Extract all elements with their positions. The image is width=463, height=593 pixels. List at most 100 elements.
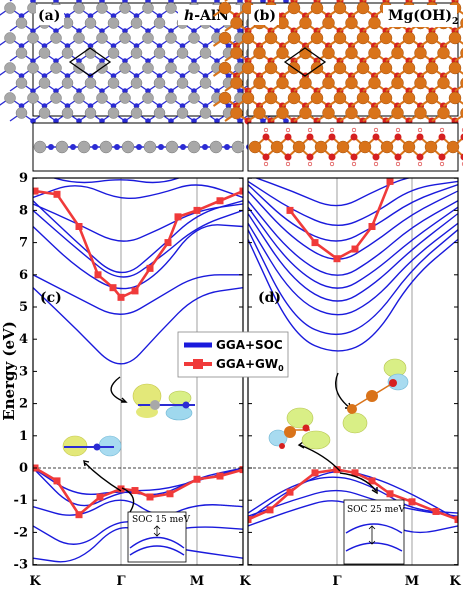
al-atom — [176, 77, 189, 89]
mg-atom-side — [380, 140, 394, 154]
h-atom-side — [439, 161, 445, 167]
gw-marker — [266, 506, 274, 514]
mg-atom — [391, 76, 404, 90]
inset-d-soc: SOC 25 meV — [343, 499, 405, 565]
o-atom-side — [372, 133, 380, 141]
panel-d-label: (d) — [258, 290, 281, 306]
al-atom — [15, 47, 28, 59]
gw-marker — [216, 472, 224, 480]
band-d-4 — [248, 200, 458, 276]
n-atom-side — [202, 144, 208, 150]
inset-c-soc-label: SOC 15 meV — [132, 515, 190, 525]
al-atom — [119, 92, 131, 104]
al-atom — [4, 62, 16, 74]
o-atom-side — [460, 153, 463, 161]
mg-atom — [218, 61, 232, 75]
al-atom — [176, 107, 189, 119]
mg-atom — [425, 91, 439, 105]
mg-atom-side — [358, 140, 372, 154]
mg-atom — [425, 61, 439, 75]
orbital-c-cb — [132, 383, 195, 421]
al-atom — [199, 47, 212, 59]
gw-marker — [174, 213, 182, 221]
legend-soc-label: GGA+SOC — [216, 338, 283, 352]
mg-o-bond — [454, 0, 459, 2]
al-atom — [61, 107, 74, 119]
h-atom-side — [263, 161, 269, 167]
al-atom — [27, 92, 39, 104]
mg-atom — [379, 91, 393, 105]
panel-a-side-view — [32, 122, 252, 172]
al-atom — [130, 47, 143, 59]
mg-atom — [241, 91, 255, 105]
al-atom — [50, 92, 62, 104]
gw-marker — [131, 487, 139, 495]
mg-atom — [218, 1, 232, 15]
gw-line — [288, 180, 392, 261]
al-atom-side — [33, 140, 47, 154]
mg-atom — [253, 106, 266, 120]
gw-marker — [193, 475, 201, 483]
o-atom-side — [350, 153, 358, 161]
gw-marker — [239, 187, 243, 195]
gw-marker — [146, 264, 154, 272]
h-atom-side — [285, 127, 291, 133]
al-atom-side — [55, 140, 69, 154]
al-atom — [142, 2, 154, 14]
al-atom — [4, 32, 16, 44]
ytick-label: 4 — [19, 332, 28, 347]
al-atom — [61, 77, 74, 89]
al-atom — [119, 2, 131, 14]
xtick-c-k1: K — [29, 574, 41, 589]
al-atom — [142, 92, 154, 104]
orbital-c-vb — [62, 435, 122, 457]
al-atom — [84, 47, 97, 59]
mg-atom — [299, 76, 312, 90]
o-atom-side — [394, 153, 402, 161]
mg-atom — [230, 46, 243, 60]
xtick-d-gamma: Γ — [332, 574, 342, 589]
al-atom — [107, 17, 120, 29]
mg-atom — [333, 91, 347, 105]
o-atom-side — [306, 133, 314, 141]
mg-atom — [276, 106, 289, 120]
y-axis-label: Energy (eV) — [0, 321, 18, 421]
o-atom-side — [416, 133, 424, 141]
mg-atom — [230, 16, 243, 30]
panel-b-side-view — [247, 122, 463, 172]
al-atom-side — [231, 140, 245, 154]
al-atom — [188, 32, 200, 44]
n-atom-side — [48, 144, 54, 150]
mg-atom — [460, 107, 463, 119]
o-atom-side — [460, 133, 463, 141]
mg-atom — [368, 46, 381, 60]
mg-atom-side — [248, 140, 262, 154]
band-d-1 — [248, 180, 458, 226]
gw-marker — [248, 516, 252, 524]
al-atom — [50, 32, 62, 44]
mg-atom-side — [314, 140, 328, 154]
inset-d-soc-label: SOC 25 meV — [347, 505, 405, 515]
mg-atom — [264, 31, 278, 45]
mg-atom — [345, 46, 358, 60]
mg-atom — [230, 76, 243, 90]
mg-atom — [310, 91, 324, 105]
band-c-0 — [33, 184, 243, 200]
al-atom — [15, 17, 28, 29]
o-atom-side — [262, 153, 270, 161]
al-atom — [142, 62, 154, 74]
gw-marker — [33, 187, 39, 195]
al-atom — [130, 17, 143, 29]
n-atom-side — [158, 144, 164, 150]
h-atom-side — [307, 161, 313, 167]
mg-o-bond — [408, 0, 413, 2]
mg-atom — [299, 106, 312, 120]
o-atom-side — [328, 133, 336, 141]
al-atom — [73, 2, 85, 14]
al-atom — [130, 77, 143, 89]
panel-a-label: (a) — [38, 8, 60, 24]
gw-marker — [408, 498, 416, 506]
al-atom — [165, 92, 177, 104]
mg-atom — [322, 46, 335, 60]
o-atom-side — [284, 133, 292, 141]
